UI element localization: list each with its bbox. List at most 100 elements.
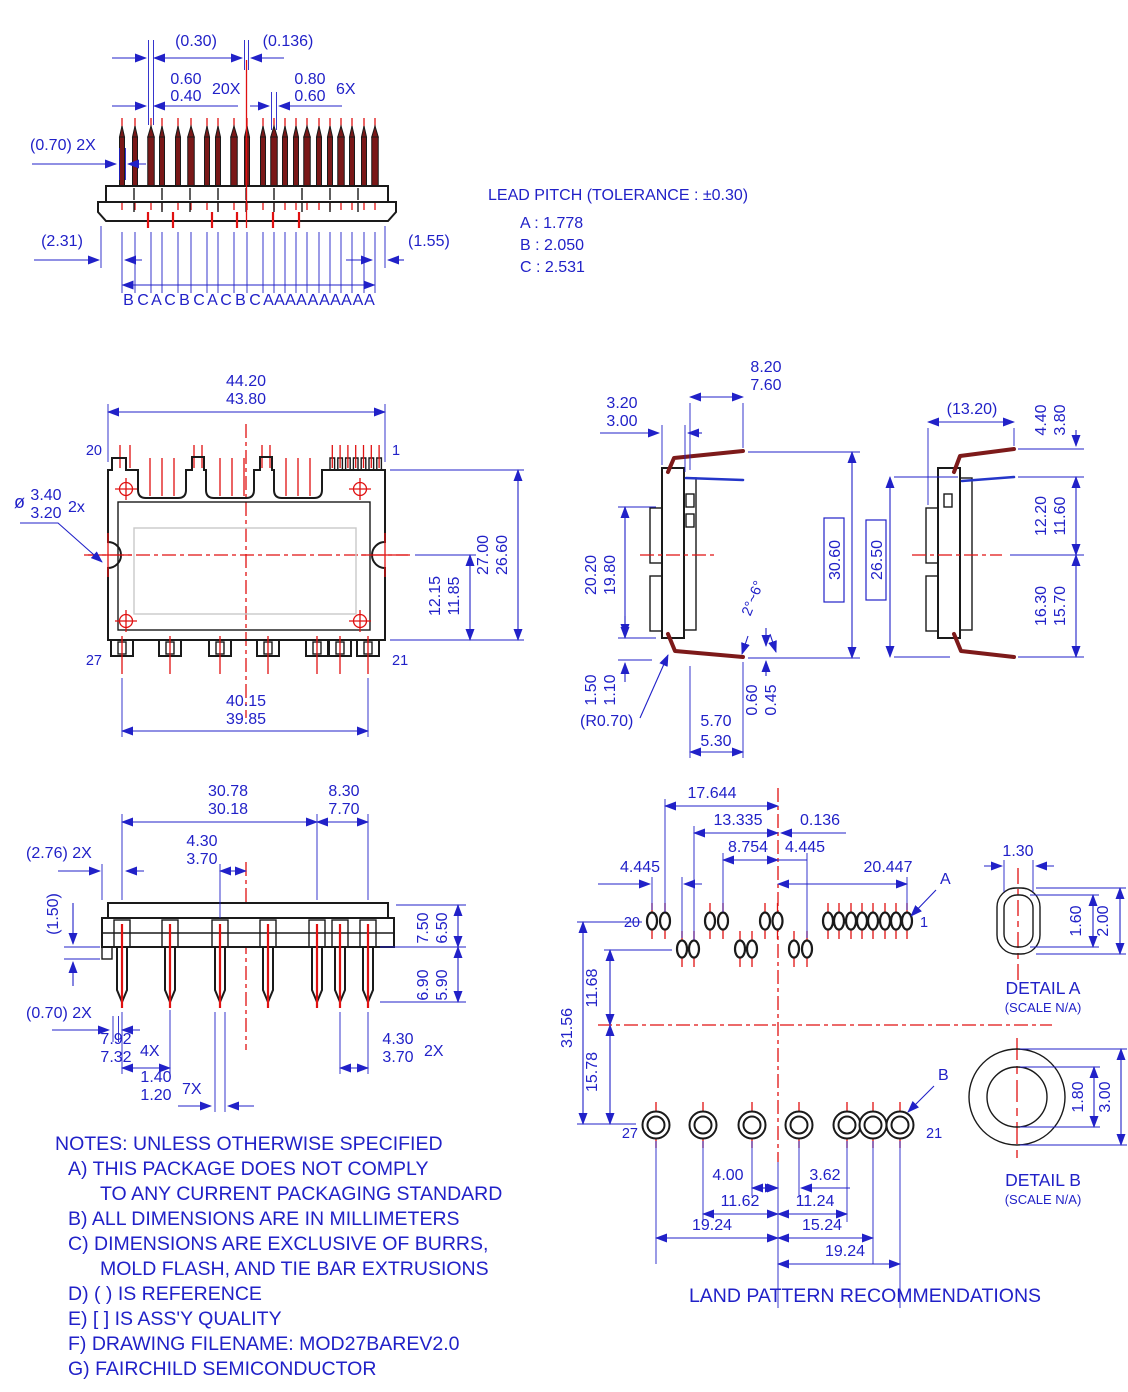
pin-tip xyxy=(292,125,300,138)
plan-inner-lid xyxy=(117,501,371,631)
land-pattern-title: LAND PATTERN RECOMMENDATIONS xyxy=(689,1285,1041,1307)
tht-pad-inner xyxy=(693,1115,713,1135)
dim-26-50: 26.50 xyxy=(869,540,886,580)
smt-pad xyxy=(787,939,801,959)
dim-5-70: 5.70 xyxy=(700,713,731,730)
right-top-lead xyxy=(952,447,1016,474)
smt-pad xyxy=(866,911,880,931)
pin-tip xyxy=(158,125,166,138)
pin-body xyxy=(293,136,299,194)
lp-pin21: 21 xyxy=(926,1126,942,1142)
pin-pitch-letter: C xyxy=(137,292,149,309)
dim-3-20: 3.20 xyxy=(30,505,61,522)
land-pattern: 17.644 13.335 0.136 8.754 4.445 4.445 20… xyxy=(559,785,1052,1308)
dim-11-60: 11.60 xyxy=(1052,496,1069,535)
note-a: A) THIS PACKAGE DOES NOT COMPLY xyxy=(68,1158,428,1180)
dim-4-40: 4.40 xyxy=(1033,404,1050,435)
dim-31-56: 31.56 xyxy=(559,1008,576,1048)
qty-4x: 4X xyxy=(140,1043,160,1060)
lead-pitch-c: C : 2.531 xyxy=(520,259,585,276)
pin-body xyxy=(349,136,355,194)
pin-tip xyxy=(131,125,139,138)
pin-pitch-letter: A xyxy=(364,292,375,309)
detail-a: 1.30 1.60 2.00 DETAIL A (SCALE N/A) xyxy=(984,843,1126,1015)
pin-pitch-letter: A xyxy=(296,292,307,309)
pin-body xyxy=(159,136,165,194)
detail-a-inner-pad xyxy=(1003,894,1034,948)
dim-0-70-2x: (0.70) 2X xyxy=(30,137,96,154)
dim-8-20: 8.20 xyxy=(750,359,781,376)
dim-30-18: 30.18 xyxy=(208,801,248,818)
dim-0-80: 0.80 xyxy=(294,71,325,88)
detail-a-outer-pad xyxy=(996,887,1041,955)
pin-pitch-letter: A xyxy=(353,292,364,309)
note-f: F) DRAWING FILENAME: MOD27BAREV2.0 xyxy=(68,1333,460,1355)
pin-tip xyxy=(214,125,222,138)
tht-pad-inner xyxy=(863,1115,883,1135)
bottom-upper-rail xyxy=(107,902,389,919)
detail-b-title: DETAIL B xyxy=(1005,1170,1081,1190)
pin-body xyxy=(204,136,210,194)
dim-30-78: 30.78 xyxy=(208,783,248,800)
bottom-view: 30.78 30.18 8.30 7.70 4.30 3.70 (2.76) 2… xyxy=(26,783,466,1112)
side-top-lead xyxy=(666,449,745,474)
dim-1-80: 1.80 xyxy=(1070,1081,1087,1112)
dim-27-00: 27.00 xyxy=(475,535,492,575)
pin-pitch-letter: A xyxy=(207,292,218,309)
pin-body xyxy=(119,136,125,194)
pin-pitch-letter: C xyxy=(220,292,232,309)
pin-pitch-letter: B xyxy=(235,292,246,309)
detail-b-scale: (SCALE N/A) xyxy=(1005,1192,1082,1207)
dim-3-40: 3.40 xyxy=(30,487,61,504)
pin-body xyxy=(361,136,367,194)
pin-pitch-letter: C xyxy=(249,292,261,309)
dim-7-50: 7.50 xyxy=(415,912,432,943)
dim-2-76: (2.76) 2X xyxy=(26,845,92,862)
smt-pad xyxy=(771,911,784,931)
pin-tip xyxy=(303,124,311,138)
pin-body xyxy=(147,136,155,194)
plan-view: 44.20 43.80 20 1 ø 3.40 3.20 2x 27.00 26… xyxy=(14,373,524,737)
dim-12-15: 12.15 xyxy=(427,576,444,616)
dim-0-70b: (0.70) 2X xyxy=(26,1005,92,1022)
front-body-lower-rail xyxy=(97,201,397,222)
tht-pad-inner xyxy=(890,1115,910,1135)
pin-pitch-letter: C xyxy=(193,292,205,309)
detail-b: 1.80 3.00 DETAIL B (SCALE N/A) xyxy=(968,1038,1127,1207)
notes-title: NOTES: UNLESS OTHERWISE SPECIFIED xyxy=(55,1133,443,1155)
dim-1-50s: 1.50 xyxy=(583,674,600,705)
pin-pitch-letter: A xyxy=(285,292,296,309)
qty-20x: 20X xyxy=(212,81,241,98)
dim-19-24l: 19.24 xyxy=(692,1217,732,1234)
dim-7-32: 7.32 xyxy=(100,1049,131,1066)
pin-pitch-letter: A xyxy=(319,292,330,309)
dim-16-30: 16.30 xyxy=(1033,586,1050,626)
smt-pad xyxy=(687,939,701,959)
pin-pitch-letter: C xyxy=(164,292,176,309)
side-view: 8.20 7.60 3.20 3.00 20.20 19.80 30.60 1.… xyxy=(580,359,860,758)
note-b: B) ALL DIMENSIONS ARE IN MILLIMETERS xyxy=(68,1208,460,1230)
plan-bottom-pin-tabs xyxy=(110,636,380,674)
pin-body xyxy=(337,136,345,194)
pin-tip xyxy=(337,124,345,138)
detail-b-outer-circle xyxy=(968,1048,1066,1146)
smt-pad xyxy=(733,939,747,959)
note-e: E) [ ] IS ASS'Y QUALITY xyxy=(68,1308,282,1330)
dim-11-85: 11.85 xyxy=(446,576,463,615)
front-pin-stubs xyxy=(146,212,301,228)
pin-body xyxy=(303,136,311,194)
smt-pad xyxy=(703,911,717,931)
dim-3-00: 3.00 xyxy=(606,413,637,430)
pin-body xyxy=(282,136,288,194)
dim-13-20: (13.20) xyxy=(947,401,998,418)
dim-7-92: 7.92 xyxy=(100,1031,131,1048)
dim-5-30: 5.30 xyxy=(700,733,731,750)
detail-b-inner-circle xyxy=(986,1066,1048,1128)
pin-body xyxy=(187,136,195,194)
dim-20-20: 20.20 xyxy=(583,555,600,595)
plan-pin20: 20 xyxy=(86,443,102,459)
dim-30-60: 30.60 xyxy=(827,540,844,580)
note-d: D) ( ) IS REFERENCE xyxy=(68,1283,262,1305)
dim-5-90: 5.90 xyxy=(434,969,451,1000)
